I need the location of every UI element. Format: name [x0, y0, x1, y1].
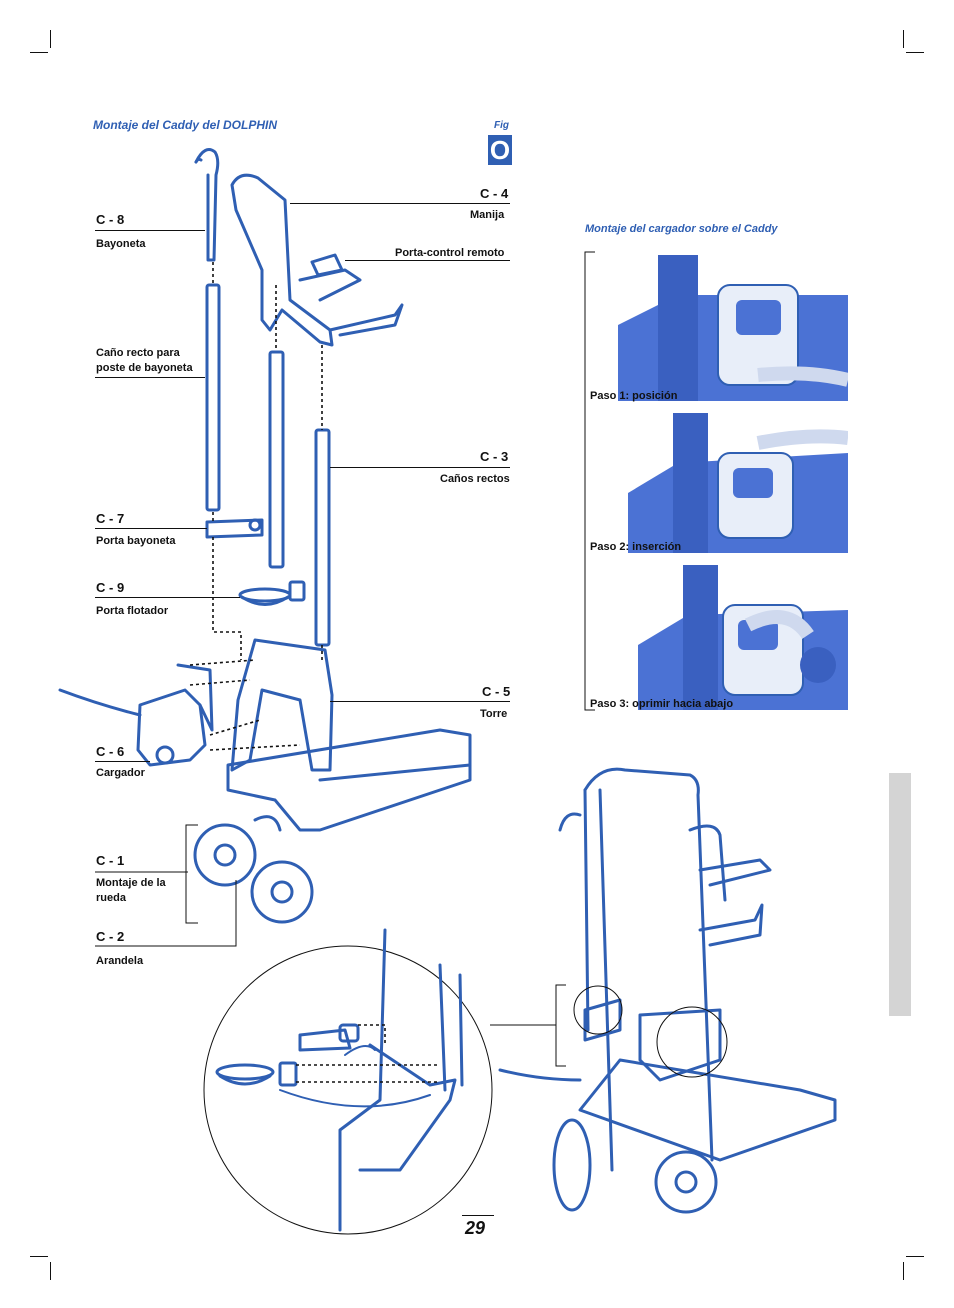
part-code-c8: C - 8	[96, 212, 125, 227]
part-label-porta-flotador: Porta flotador	[96, 605, 169, 617]
page-number-rule	[462, 1215, 494, 1216]
part-label-cano-recto-bayoneta: Caño recto para poste de bayoneta	[96, 347, 193, 374]
step-1-label: Paso 1: posición	[590, 390, 678, 402]
leader-line	[95, 597, 240, 598]
part-label-torre: Torre	[480, 708, 508, 720]
leader-line	[345, 260, 510, 261]
crop-mark	[30, 52, 48, 53]
step-2-label: Paso 2: inserción	[590, 541, 682, 553]
part-label-cargador: Cargador	[96, 767, 145, 779]
diagram-title: Montaje del Caddy del DOLPHIN	[93, 118, 278, 132]
crop-mark	[50, 30, 51, 48]
step-2-photo	[628, 413, 848, 553]
part-label-porta-control: Porta-control remoto	[395, 247, 505, 259]
leader-line	[95, 377, 205, 378]
part-code-c2: C - 2	[96, 929, 125, 944]
part-code-c3: C - 3	[480, 449, 509, 464]
part-code-c9: C - 9	[96, 580, 125, 595]
part-code-c6: C - 6	[96, 744, 125, 759]
part-code-c4: C - 4	[480, 186, 509, 201]
crop-mark	[906, 1256, 924, 1257]
crop-mark	[906, 52, 924, 53]
part-code-c7: C - 7	[96, 511, 125, 526]
part-label-montaje-rueda: Montaje de la rueda	[96, 877, 166, 904]
part-label-bayoneta: Bayoneta	[96, 238, 146, 250]
page-number: 29	[465, 1218, 486, 1238]
charger-title: Montaje del cargador sobre el Caddy	[585, 223, 778, 235]
fig-letter-badge: O	[488, 135, 512, 165]
part-code-c5: C - 5	[482, 684, 511, 699]
leader-line	[95, 528, 207, 529]
leader-line	[330, 701, 510, 702]
part-label-porta-bayoneta: Porta bayoneta	[96, 535, 176, 547]
crop-mark	[903, 30, 904, 48]
part-label-arandela: Arandela	[96, 955, 144, 967]
section-tab	[889, 773, 911, 1016]
part-label-manija: Manija	[470, 209, 505, 221]
leader-line	[290, 203, 510, 204]
crop-mark	[30, 1256, 48, 1257]
part-code-c1: C - 1	[96, 853, 125, 868]
part-label-canos-rectos: Caños rectos	[440, 473, 510, 485]
step-3-photo	[638, 565, 848, 710]
fig-label: Fig	[494, 120, 509, 131]
leader-line	[330, 467, 510, 468]
step-1-photo	[618, 255, 848, 401]
leader-line	[95, 761, 150, 762]
crop-mark	[903, 1262, 904, 1280]
leader-line	[95, 230, 205, 231]
step-3-label: Paso 3: oprimir hacia abajo	[590, 698, 734, 710]
crop-mark	[50, 1262, 51, 1280]
